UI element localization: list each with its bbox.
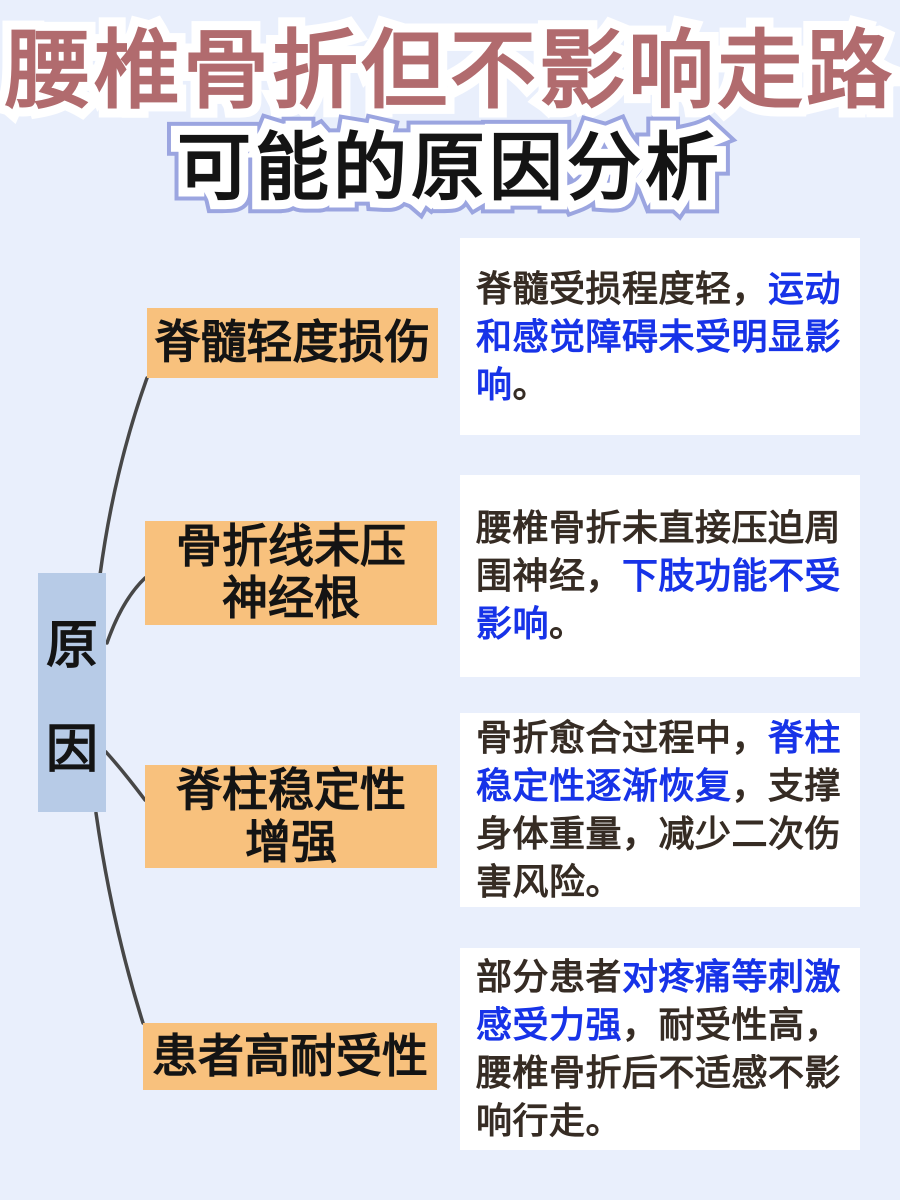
main-title: 腰椎骨折但不影响走路 腰椎骨折但不影响走路	[0, 15, 900, 127]
main-title-outline: 腰椎骨折但不影响走路	[0, 15, 900, 127]
main-title-text: 腰椎骨折但不影响走路	[5, 23, 895, 119]
subtitle: 可能的原因分析 可能的原因分析 可能的原因分析	[0, 113, 900, 221]
branch-node-4: 患者高耐受性	[143, 1023, 437, 1090]
reason-root-node: 原 因	[38, 573, 106, 812]
branch-node-2-label: 骨折线未压神经根	[176, 520, 406, 624]
branch-desc-1-text: 脊髓受损程度轻，运动和感觉障碍未受明显影响。	[476, 267, 842, 405]
branch-node-3-label: 脊柱稳定性增强	[176, 763, 406, 868]
branch-desc-4-text: 部分患者对疼痛等刺激感受力强，耐受性高，腰椎骨折后不适感不影响行走。	[476, 956, 842, 1141]
branch-node-1: 脊髓轻度损伤	[147, 308, 438, 378]
branch-desc-3-text: 骨折愈合过程中，脊柱稳定性逐渐恢复，支撑身体重量，减少二次伤害风险。	[476, 717, 842, 902]
branch-desc-3: 骨折愈合过程中，脊柱稳定性逐渐恢复，支撑身体重量，减少二次伤害风险。	[460, 713, 860, 907]
branch-node-3: 脊柱稳定性增强	[145, 763, 437, 868]
connector-branch-4	[94, 811, 145, 1025]
branch-desc-4: 部分患者对疼痛等刺激感受力强，耐受性高，腰椎骨折后不适感不影响行走。	[460, 948, 860, 1150]
connector-branch-3	[104, 750, 147, 802]
subtitle-outer-outline: 可能的原因分析	[164, 113, 732, 221]
subtitle-white-outline: 可能的原因分析	[168, 117, 728, 217]
title-block: 腰椎骨折但不影响走路 腰椎骨折但不影响走路 可能的原因分析 可能的原因分析 可能…	[0, 0, 900, 221]
branch-desc-2: 腰椎骨折未直接压迫周围神经，下肢功能不受影响。	[460, 475, 860, 677]
branch-desc-1: 脊髓受损程度轻，运动和感觉障碍未受明显影响。	[460, 238, 860, 435]
subtitle-text: 可能的原因分析	[177, 125, 723, 209]
branch-node-4-label: 患者高耐受性	[152, 1029, 428, 1082]
branch-node-1-label: 脊髓轻度损伤	[154, 316, 431, 369]
connector-branch-2	[105, 576, 147, 645]
branch-node-2: 骨折线未压神经根	[145, 520, 437, 625]
branch-desc-2-text: 腰椎骨折未直接压迫周围神经，下肢功能不受影响。	[476, 507, 842, 644]
root-char-1: 原	[45, 616, 98, 675]
root-char-2: 因	[45, 721, 98, 780]
connector-branch-1	[98, 376, 149, 577]
